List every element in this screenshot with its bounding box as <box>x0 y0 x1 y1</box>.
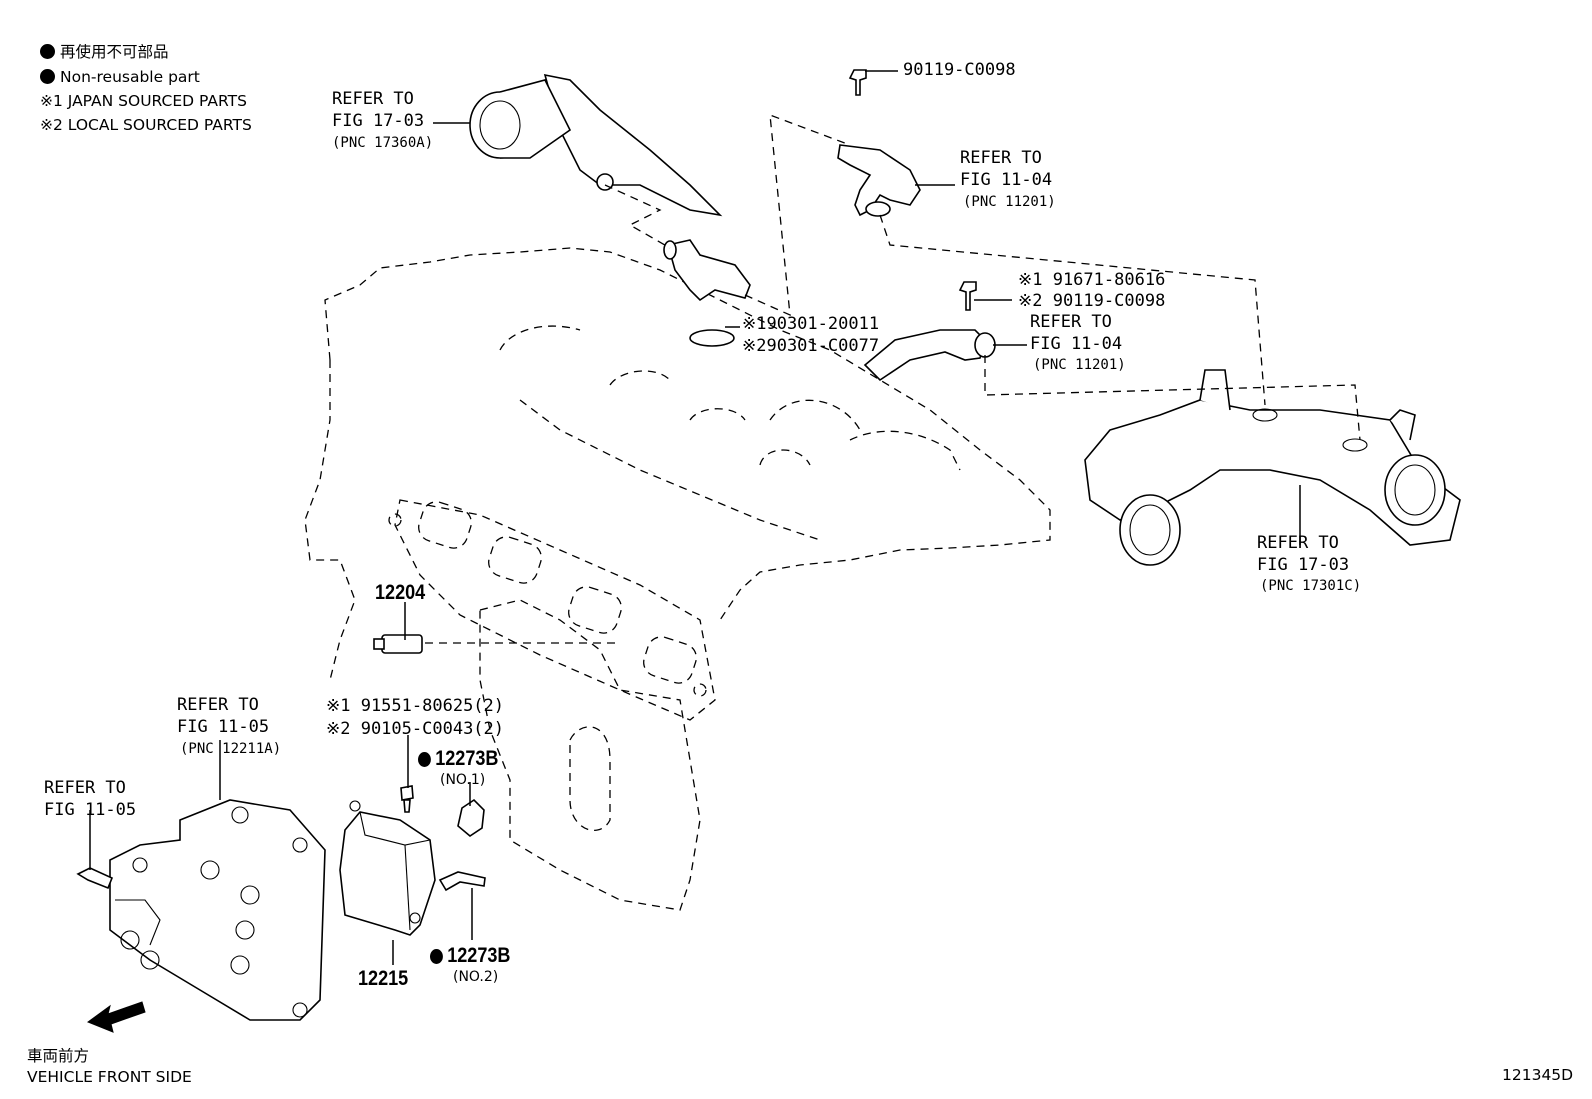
callout-bolt-mid-1[interactable]: ※1 91671-80616 <box>1018 270 1166 290</box>
callout-refer-1703b-line1[interactable]: REFER TO <box>1257 533 1339 553</box>
gasket-no2-pn-text: 12273B <box>447 944 511 967</box>
part-12215-cover <box>339 800 436 936</box>
legend-japan-sourced: ※1 JAPAN SOURCED PARTS <box>40 92 247 110</box>
water-inlet-pipe <box>1084 369 1461 566</box>
callout-refer-1104b-line1[interactable]: REFER TO <box>1030 312 1112 332</box>
filled-dot-icon <box>430 949 443 964</box>
assembly-dashed-lines <box>425 114 1361 644</box>
vehicle-front-label-en: VEHICLE FRONT SIDE <box>27 1068 192 1086</box>
legend-non-reusable-jp-text: 再使用不可部品 <box>60 43 169 61</box>
legend-non-reusable-en: Non-reusable part <box>40 69 200 86</box>
mid-hose <box>863 281 996 382</box>
callout-oring-2[interactable]: ※290301-C0077 <box>742 336 880 356</box>
callout-refer-1703b-line3: (PNC 17301C) <box>1260 578 1362 594</box>
vehicle-front-arrow-icon <box>86 1001 146 1033</box>
callout-gasket-no1-pn[interactable]: 12273B <box>418 748 498 769</box>
bolt-vvt-cover <box>400 785 414 813</box>
callout-refer-1104b-line2[interactable]: FIG 11-04 <box>1030 334 1123 354</box>
callout-refer-1105b-line1[interactable]: REFER TO <box>44 778 126 798</box>
gasket-no2 <box>438 871 486 892</box>
legend-non-reusable-en-text: Non-reusable part <box>60 68 200 86</box>
bolt-left <box>76 867 114 890</box>
callout-refer-1104a-line3: (PNC 11201) <box>963 194 1056 210</box>
leader-lines <box>89 70 1301 965</box>
callout-gasket-no2-pn[interactable]: 12273B <box>430 945 510 966</box>
illustration-number: 121345D <box>1502 1066 1574 1084</box>
callout-bolt-top[interactable]: 90119-C0098 <box>903 60 1016 80</box>
filled-dot-icon <box>418 752 431 767</box>
callout-oring-1[interactable]: ※190301-20011 <box>742 314 880 334</box>
callout-refer-1105a-line3: (PNC 12211A) <box>180 741 282 757</box>
callout-bolt-mid-2[interactable]: ※2 90119-C0098 <box>1018 291 1166 311</box>
legend-non-reusable-jp: 再使用不可部品 <box>40 44 169 61</box>
cylinder-head-outline <box>304 247 1051 681</box>
gasket-no1-pn-text: 12273B <box>435 747 499 770</box>
callout-gasket-no1-sub: (NO.1) <box>440 772 486 788</box>
filled-dot-icon <box>40 44 55 59</box>
callout-bolt-low-2[interactable]: ※2 90105-C0043(2) <box>326 719 505 739</box>
callout-refer-1105a-line1[interactable]: REFER TO <box>177 695 259 715</box>
water-outlet-housing <box>469 73 723 217</box>
callout-refer-1703b-line2[interactable]: FIG 17-03 <box>1257 555 1350 575</box>
filled-dot-icon <box>40 69 55 84</box>
callout-refer-1703a-line3: (PNC 17360A) <box>332 135 434 151</box>
legend-local-sourced: ※2 LOCAL SOURCED PARTS <box>40 116 252 134</box>
callout-refer-1105a-line2[interactable]: FIG 11-05 <box>177 717 270 737</box>
callout-refer-1104a-line2[interactable]: FIG 11-04 <box>960 170 1053 190</box>
callout-refer-1104a-line1[interactable]: REFER TO <box>960 148 1042 168</box>
callout-bolt-low-1[interactable]: ※1 91551-80625(2) <box>326 696 505 716</box>
callout-refer-1104b-line3: (PNC 11201) <box>1033 357 1126 373</box>
vehicle-front-label-jp: 車両前方 <box>27 1047 90 1065</box>
callout-part-12204[interactable]: 12204 <box>375 581 426 604</box>
gasket-no1 <box>457 798 485 837</box>
callout-gasket-no2-sub: (NO.2) <box>453 969 499 985</box>
callout-refer-1703a-line1[interactable]: REFER TO <box>332 89 414 109</box>
part-12204-sensor <box>373 634 423 654</box>
timing-cover-outline <box>479 599 701 911</box>
callout-refer-1105b-line2[interactable]: FIG 11-05 <box>44 800 137 820</box>
timing-chain-cover <box>109 799 326 1021</box>
manifold-gasket <box>388 499 716 721</box>
bypass-fitting <box>663 239 751 347</box>
upper-hose <box>837 69 921 217</box>
callout-part-12215[interactable]: 12215 <box>358 967 409 990</box>
callout-refer-1703a-line2[interactable]: FIG 17-03 <box>332 111 425 131</box>
